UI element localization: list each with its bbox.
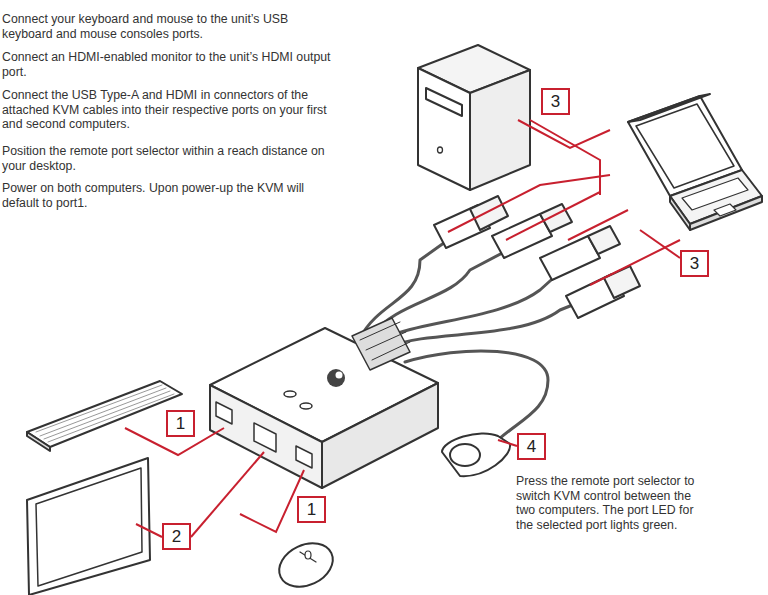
- callout-box: 2: [162, 523, 191, 550]
- mouse: [272, 535, 340, 595]
- callout-box: 4: [517, 433, 546, 460]
- callout-number: 3: [690, 255, 699, 272]
- usb-connector: [566, 266, 640, 318]
- callout-box: 3: [680, 250, 709, 277]
- monitor: [27, 458, 150, 595]
- callout-number: 1: [307, 501, 316, 518]
- callout-number: 3: [551, 93, 560, 110]
- callout-number: 1: [176, 415, 185, 432]
- instruction-text: Connect the USB Type-A and HDMI in conne…: [2, 88, 334, 132]
- callout-number: 2: [172, 528, 181, 545]
- instruction-text: Connect your keyboard and mouse to the u…: [2, 12, 334, 41]
- callout-box: 1: [297, 496, 326, 523]
- note-text: Press the remote port selector to switch…: [516, 474, 712, 532]
- desktop-tower: [418, 45, 530, 190]
- instruction-text: Position the remote port selector within…: [2, 144, 334, 173]
- laptop: [628, 94, 762, 230]
- keyboard: [27, 381, 182, 451]
- callout-box: 3: [541, 88, 570, 115]
- callout-number: 4: [527, 438, 536, 455]
- instruction-text: Power on both computers. Upon power-up t…: [2, 181, 334, 210]
- kvm-switch: [210, 318, 438, 488]
- callout-box: 1: [166, 410, 195, 437]
- instruction-text: Connect an HDMI-enabled monitor to the u…: [2, 50, 334, 79]
